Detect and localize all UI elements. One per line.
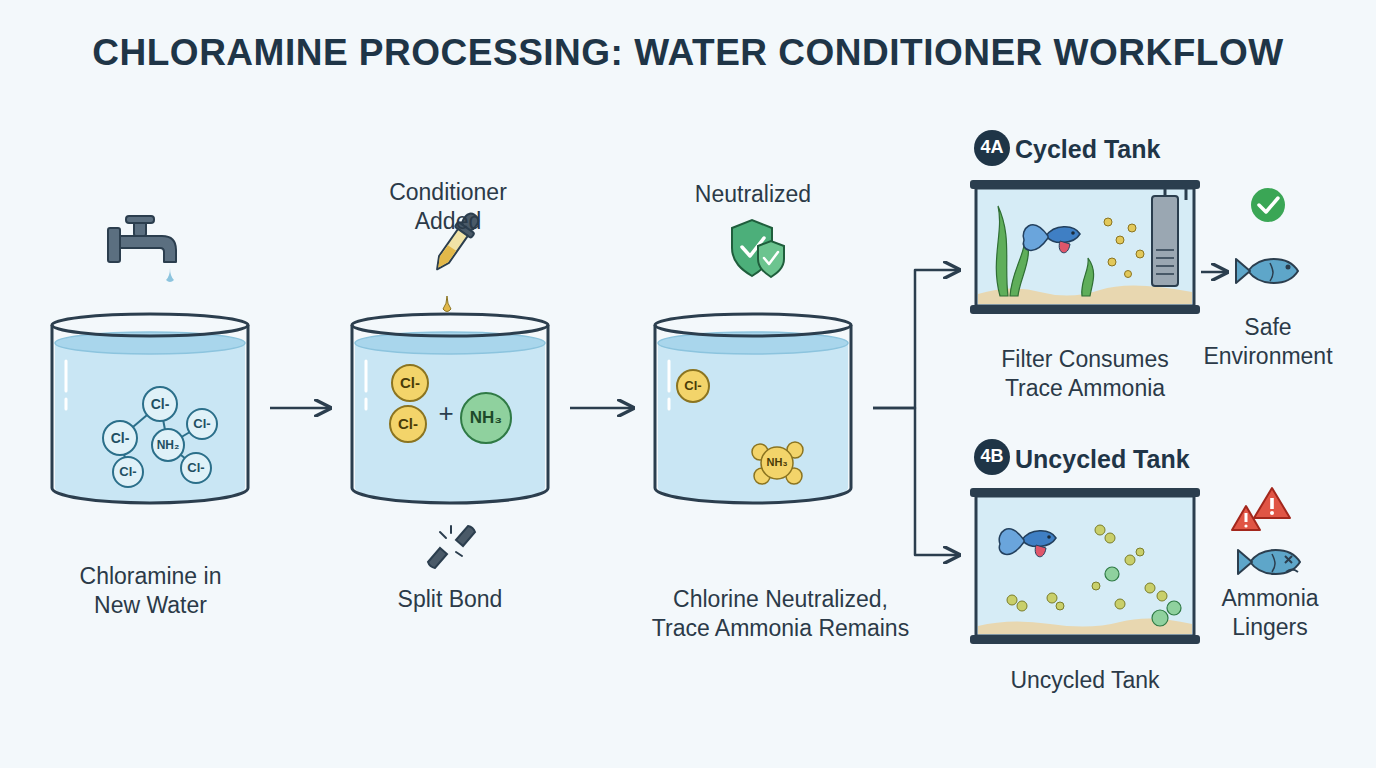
- ion-label: Cl-: [394, 374, 426, 392]
- step-caption: Chlorine Neutralized, Trace Ammonia Rema…: [648, 585, 913, 643]
- ion-label: Cl-: [188, 416, 216, 432]
- ion-label: Cl-: [392, 415, 424, 433]
- step-badge: 4A: [975, 137, 1009, 159]
- molecule-label: NH₃: [466, 408, 506, 428]
- plus-sign: +: [436, 398, 456, 429]
- tank-caption: Filter Consumes Trace Ammonia: [985, 345, 1185, 403]
- tank-node: Cycled TankFilter Consumes Trace Ammonia: [975, 182, 1195, 310]
- flow-arrow: [570, 407, 633, 410]
- step-caption: Split Bond: [322, 585, 578, 614]
- beaker-node: Chloramine in New Water: [52, 313, 248, 503]
- ion-label: Cl-: [105, 430, 135, 447]
- step-heading: Neutralized: [625, 180, 881, 209]
- tank-node: Uncycled TankUncycled Tank: [975, 490, 1195, 640]
- outcome-caption: Ammonia Lingers: [1210, 584, 1330, 642]
- diagram-title: CHLORAMINE PROCESSING: WATER CONDITIONER…: [0, 32, 1376, 74]
- step-badge: 4B: [975, 446, 1009, 468]
- ion-label: Cl-: [182, 460, 210, 476]
- outcome-icon: Safe Environment: [1233, 252, 1305, 290]
- molecule-label: NH₃: [763, 456, 791, 469]
- step-heading: Conditioner Added: [368, 178, 528, 236]
- flow-arrow: [873, 408, 959, 555]
- flow-arrow: [873, 270, 959, 408]
- ion-label: Cl-: [114, 464, 142, 480]
- step-caption: Chloramine in New Water: [63, 562, 238, 620]
- beaker-node: NeutralizedChlorine Neutralized, Trace A…: [655, 313, 851, 503]
- tank-heading: Cycled Tank: [1015, 134, 1215, 165]
- outcome-caption: Safe Environment: [1198, 313, 1338, 371]
- tank-caption: Uncycled Tank: [975, 666, 1195, 695]
- flow-arrow: [270, 407, 330, 410]
- ion-label: Cl-: [679, 378, 707, 394]
- tank-heading: Uncycled Tank: [1015, 444, 1225, 475]
- molecule-label: NH₂: [153, 438, 183, 452]
- ion-label: Cl-: [145, 396, 175, 413]
- flow-arrow: [1201, 271, 1227, 274]
